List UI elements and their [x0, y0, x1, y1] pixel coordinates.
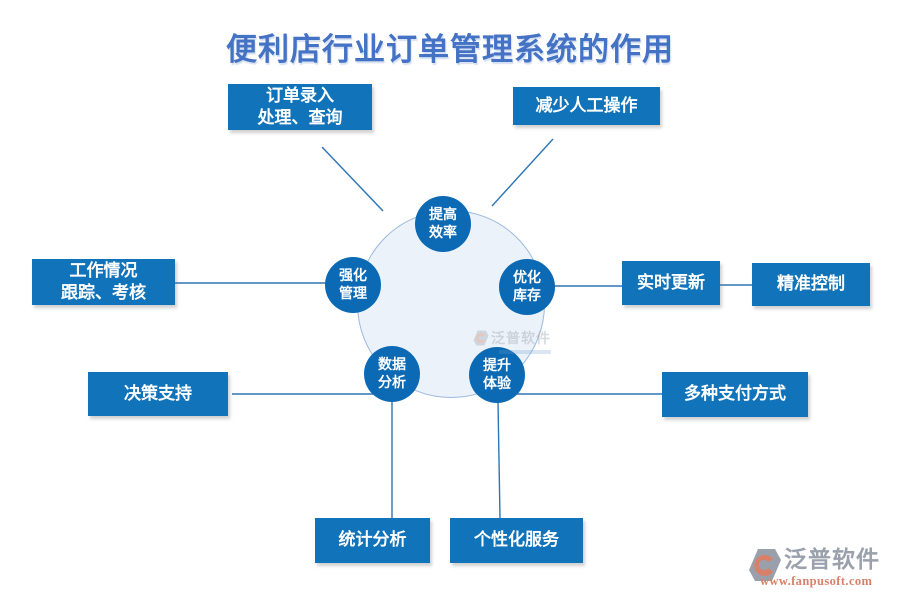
- box-label: 减少人工操作: [535, 95, 638, 116]
- node-data-analysis: 数据 分析: [364, 346, 420, 402]
- center-watermark-brand: 泛普软件: [491, 331, 551, 347]
- box-label: 订单录入: [266, 85, 334, 106]
- box-statistical-analysis: 统计分析: [315, 518, 430, 563]
- node-enhance-experience: 提升 体验: [469, 347, 525, 403]
- node-label: 提高: [429, 206, 457, 223]
- node-strengthen-management: 强化 管理: [325, 257, 381, 313]
- node-label: 分析: [378, 375, 406, 391]
- node-label: 效率: [429, 225, 457, 241]
- box-reduce-manual-work: 减少人工操作: [513, 87, 660, 125]
- node-improve-efficiency: 提高 效率: [415, 196, 471, 252]
- node-optimize-inventory: 优化 库存: [499, 259, 555, 315]
- box-label: 统计分析: [338, 530, 407, 551]
- node-label: 体验: [483, 376, 511, 392]
- node-label: 提升: [483, 357, 511, 374]
- box-label: 精准控制: [777, 274, 845, 295]
- node-label: 强化: [339, 267, 367, 284]
- box-personalized-service: 个性化服务: [450, 518, 583, 563]
- brand-name: 泛普软件: [784, 547, 880, 573]
- box-label: 多种支付方式: [684, 384, 786, 405]
- connector-line: [321, 146, 384, 212]
- center-watermark: 泛普软件: [473, 328, 551, 354]
- box-precise-control: 精准控制: [752, 263, 870, 306]
- node-label: 管理: [339, 286, 367, 302]
- brand-watermark: 泛普软件 www.fanpusoft.com: [748, 547, 880, 589]
- box-realtime-update: 实时更新: [622, 261, 720, 305]
- box-order-entry: 订单录入 处理、查询: [228, 84, 372, 130]
- box-decision-support: 决策支持: [88, 372, 228, 416]
- box-work-tracking: 工作情况 跟踪、考核: [32, 259, 175, 305]
- connector-line: [491, 138, 554, 207]
- node-label: 数据: [378, 356, 406, 373]
- connector-line: [497, 401, 501, 519]
- box-label: 个性化服务: [474, 530, 559, 551]
- box-payment-methods: 多种支付方式: [662, 372, 808, 417]
- node-label: 优化: [513, 269, 541, 286]
- brand-logo-icon: [749, 549, 781, 581]
- page-title: 便利店行业订单管理系统的作用: [226, 32, 674, 68]
- node-label: 库存: [513, 288, 541, 304]
- brand-url: www.fanpusoft.com: [760, 574, 873, 589]
- box-label: 跟踪、考核: [61, 283, 146, 303]
- center-watermark-subtext: [499, 350, 551, 354]
- box-label: 实时更新: [637, 272, 705, 293]
- brand-logo-icon: [473, 330, 489, 346]
- box-label: 处理、查询: [257, 108, 343, 128]
- box-label: 工作情况: [69, 260, 138, 281]
- box-label: 决策支持: [124, 383, 192, 404]
